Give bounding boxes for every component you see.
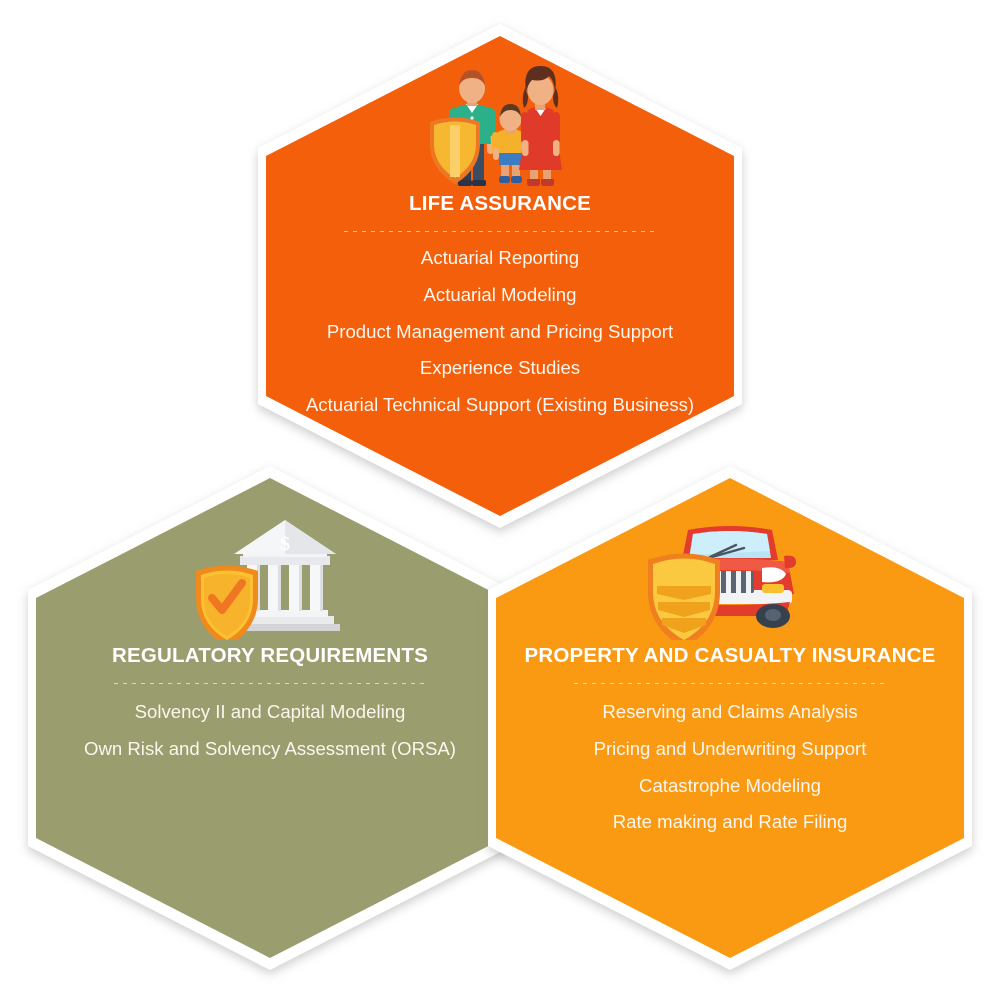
hexagon-life-assurance[interactable]: LIFE ASSURANCE Actuarial Reporting Actua… [252, 18, 748, 534]
hexagon-shape-life-assurance [258, 24, 742, 528]
hexagon-property-and-casualty-insurance[interactable]: PROPERTY AND CASUALTY INSURANCE Reservin… [482, 460, 978, 976]
hexagon-regulatory-requirements[interactable]: $ REGULATORY REQUIREMENTS Solvency II an… [22, 460, 518, 976]
hexagon-shape-regulatory-requirements [28, 466, 512, 970]
hexagon-shape-property-and-casualty-insurance [488, 466, 972, 970]
